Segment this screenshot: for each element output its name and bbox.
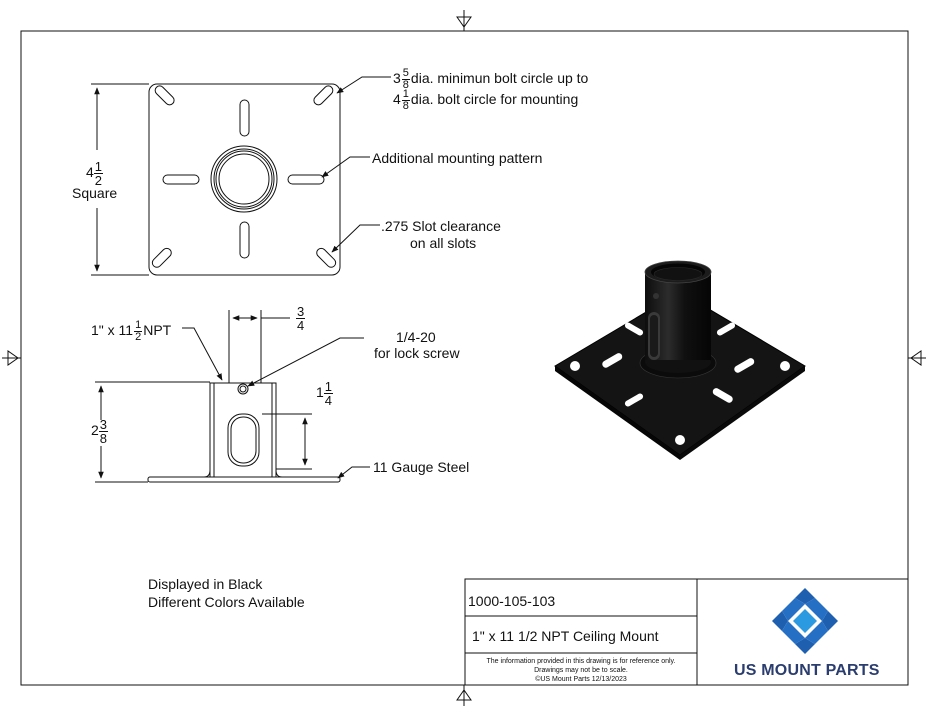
disclaimer-line-3: ©US Mount Parts 12/13/2023	[535, 676, 627, 683]
pipe-width-den: 4	[297, 318, 305, 333]
side-dimensions	[95, 310, 370, 483]
color-note-1: Displayed in Black	[148, 576, 263, 592]
npt-den: 2	[135, 331, 142, 343]
title-block-frame	[464, 578, 909, 686]
bolt-circle-min-num: 5	[401, 67, 410, 80]
leaders-top	[321, 76, 391, 253]
bolt-circle-max-den: 8	[402, 100, 409, 112]
disclaimer-line-2: Drawings may not be to scale.	[534, 667, 628, 674]
logo-text-us: US	[734, 662, 762, 679]
bolt-circle-min-text: dia. minimun bolt circle up to	[410, 70, 589, 87]
plate-size-dimension	[91, 83, 149, 276]
pipe-width-num: 3	[296, 304, 306, 319]
lock-screw-label-1: 1/4-20	[396, 329, 436, 345]
slot-clearance-label-2: on all slots	[410, 235, 477, 251]
slot-height-num: 1	[323, 379, 334, 394]
mounting-pattern-label: Additional mounting pattern	[372, 150, 543, 166]
center-pipe-top	[210, 145, 278, 213]
bolt-circle-max-num: 1	[401, 88, 410, 101]
logo-icon	[772, 588, 838, 654]
plate-size-num: 1	[93, 159, 104, 174]
lock-screw-label-2: for lock screw	[374, 345, 460, 361]
corner-slots	[151, 85, 337, 268]
slot-height-den: 4	[324, 393, 333, 408]
bolt-circle-max-whole: 4	[393, 91, 401, 108]
disclaimer-line-1: The information provided in this drawing…	[486, 658, 676, 665]
color-note-2: Different Colors Available	[148, 594, 305, 610]
plate-size-whole: 4	[86, 164, 94, 181]
total-height-num: 3	[98, 417, 109, 432]
npt-num: 1	[134, 319, 143, 332]
logo-wordmark: US MOUNT PARTS	[734, 662, 880, 680]
cross-slots	[162, 99, 325, 259]
plate-size-den: 2	[94, 173, 103, 188]
gauge-label: 11 Gauge Steel	[373, 459, 470, 475]
render-3d	[554, 260, 806, 460]
bolt-circle-min-whole: 3	[393, 70, 401, 87]
slot-height-whole: 1	[316, 384, 324, 401]
logo-text-mount: MOUNT PARTS	[761, 662, 880, 679]
part-title: 1" x 11 1/2 NPT Ceiling Mount	[472, 628, 659, 644]
plate-size-word: Square	[72, 185, 118, 201]
total-height-den: 8	[99, 431, 108, 446]
centering-marks	[2, 10, 926, 706]
total-height-whole: 2	[91, 422, 99, 439]
bolt-circle-max-text: dia. bolt circle for mounting	[410, 91, 579, 108]
part-number: 1000-105-103	[468, 593, 556, 609]
npt-prefix: 1" x 11	[91, 322, 134, 339]
npt-suffix: NPT	[143, 322, 172, 339]
top-view-plate	[148, 83, 341, 276]
slot-clearance-label-1: .275 Slot clearance	[381, 218, 501, 234]
bolt-circle-min-den: 8	[402, 79, 409, 91]
side-view	[147, 382, 341, 483]
